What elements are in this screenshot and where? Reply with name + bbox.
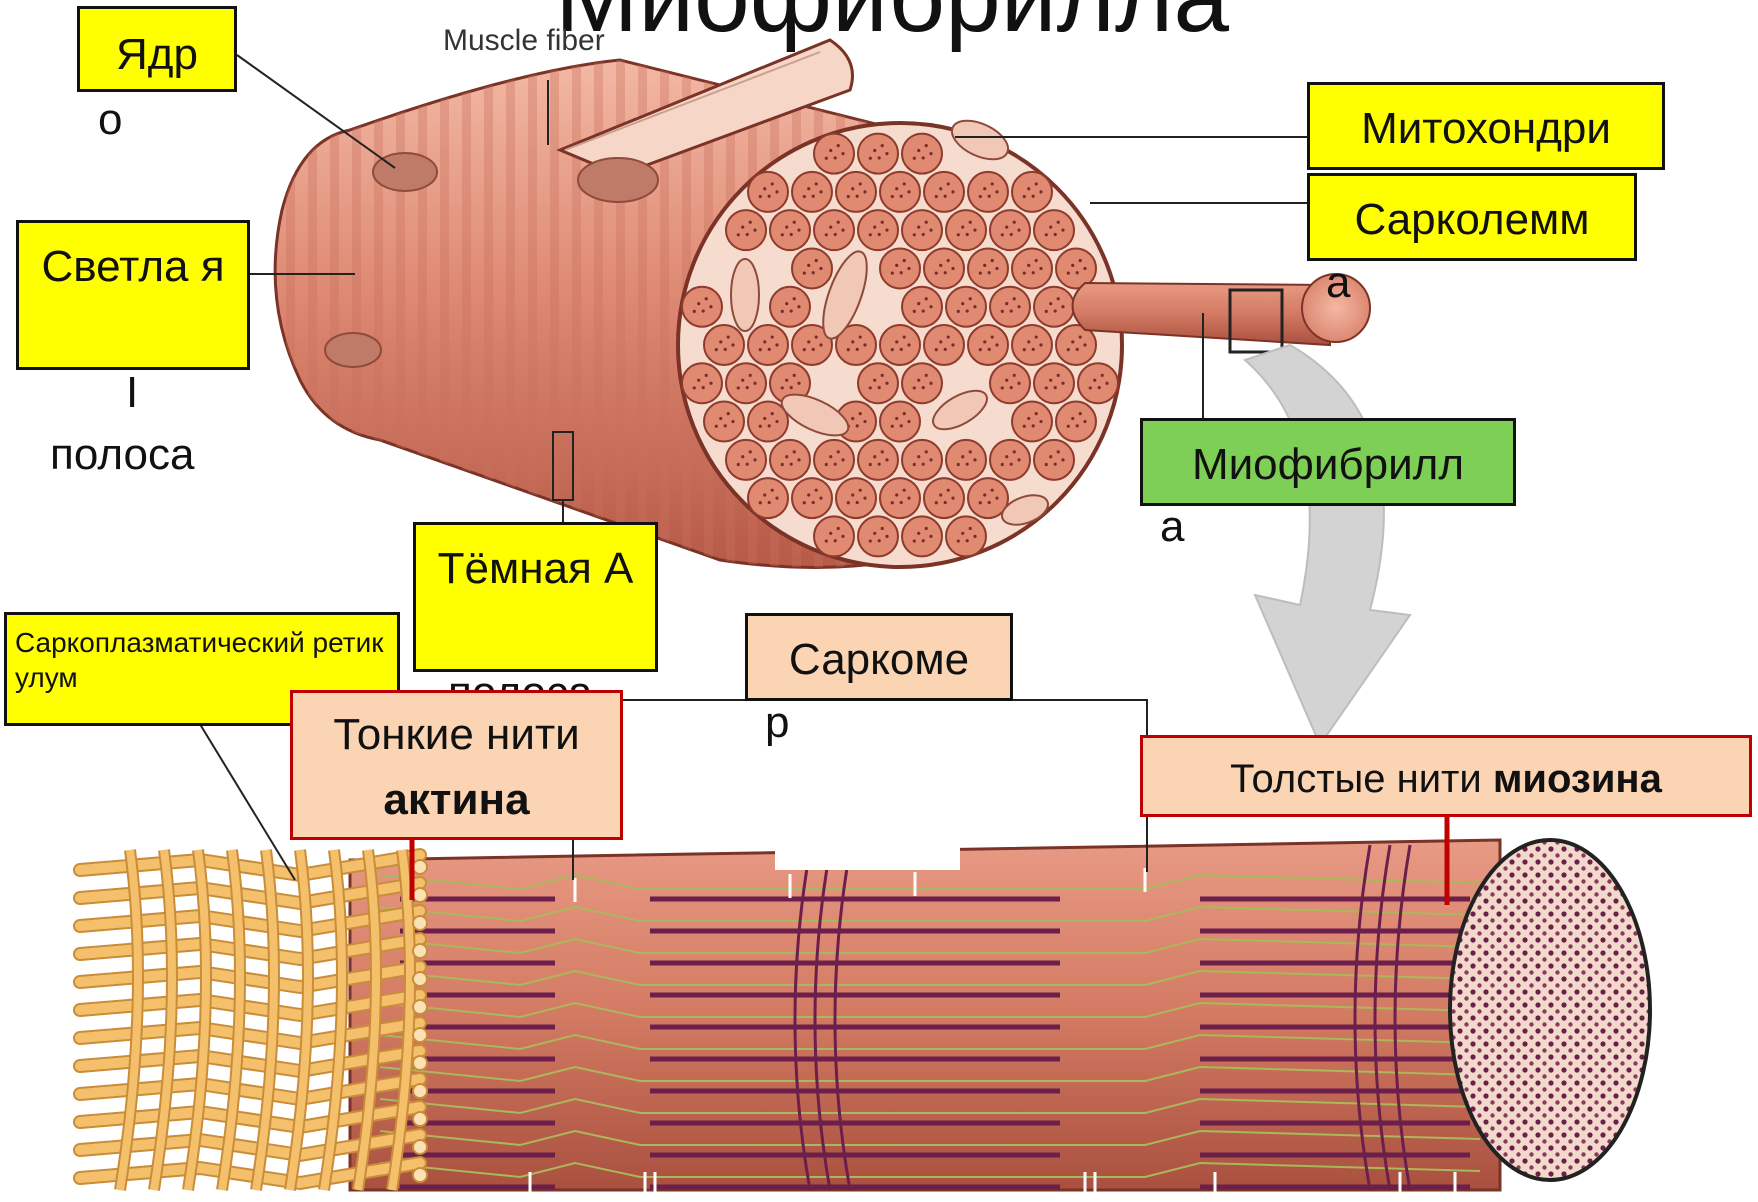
myofibril-section — [1012, 325, 1052, 365]
light-band-label-tail-1: I — [126, 368, 138, 418]
myofibril-section — [814, 134, 854, 174]
myofibril-section — [968, 248, 1008, 288]
sarcomere-label-tail: р — [765, 698, 789, 748]
myofibril-section — [1056, 402, 1096, 442]
myofibril-section — [1034, 287, 1074, 327]
myofibril-label-box: Миофибрилл — [1140, 418, 1516, 506]
myofibril-section — [1012, 248, 1052, 288]
myofibril-section — [814, 440, 854, 480]
muscle-fiber-label: Muscle fiber — [443, 24, 605, 58]
myofibril-section — [924, 172, 964, 212]
myofibril-section — [1012, 172, 1052, 212]
myofibril-section — [880, 172, 920, 212]
myofibril-section — [946, 210, 986, 250]
myofibril-section — [880, 402, 920, 442]
light-band-label-tail-2: полоса — [50, 430, 194, 480]
thick-filaments-label-text: Толстые нити — [1230, 757, 1482, 801]
myofibril-section — [880, 325, 920, 365]
myofibril-section — [902, 440, 942, 480]
myofibril-section — [880, 478, 920, 518]
myofibril-section — [858, 440, 898, 480]
myofibril-section — [946, 516, 986, 556]
thin-filaments-label-text: Тонкие нити — [333, 710, 579, 759]
myofibril-section — [902, 134, 942, 174]
myofibril-section — [858, 210, 898, 250]
myofibril-section — [704, 402, 744, 442]
myofibril-section — [902, 516, 942, 556]
myofibril-section — [836, 172, 876, 212]
myofibril-section — [902, 287, 942, 327]
myofibril-section — [836, 478, 876, 518]
thin-filaments-label-bold: актина — [383, 775, 529, 824]
myofibril-section — [726, 363, 766, 403]
myofibril-section — [748, 325, 788, 365]
myofibril-section — [726, 440, 766, 480]
myofibril-section — [990, 287, 1030, 327]
myofibril-section — [1078, 363, 1118, 403]
myofibril-section — [946, 440, 986, 480]
thin-filaments-label-box: Тонкие нити актина — [290, 690, 623, 840]
nucleus-label-tail: о — [98, 95, 122, 145]
myofibril-section — [924, 478, 964, 518]
myofibril-section — [792, 478, 832, 518]
sarcoplasmic-reticulum-mesh — [80, 850, 427, 1190]
myofibril-section — [682, 363, 722, 403]
myofibril-section — [924, 325, 964, 365]
nucleus-label-box: Ядр — [77, 6, 237, 92]
myofibril-section — [814, 210, 854, 250]
zoom-arrow — [1245, 345, 1410, 745]
myofibril-section — [682, 287, 722, 327]
myofibril-label-tail: а — [1160, 502, 1184, 552]
myofibril-section — [770, 210, 810, 250]
myofibril-section — [1034, 210, 1074, 250]
myofibril-section — [858, 134, 898, 174]
light-band-label-box: Светла я — [16, 220, 250, 370]
myofibril-section — [770, 440, 810, 480]
thick-filaments-label-box: Толстые нити миозина — [1140, 735, 1752, 817]
myofibril-section — [814, 516, 854, 556]
myofibril-section — [1034, 363, 1074, 403]
myofibril-section — [1034, 440, 1074, 480]
myofibril-section — [1012, 402, 1052, 442]
myofibril-section — [792, 172, 832, 212]
myofibril-section — [946, 287, 986, 327]
sarcolemma-label-box: Сарколемм — [1307, 173, 1637, 261]
myofibril-section — [748, 478, 788, 518]
myofibril-section — [968, 172, 1008, 212]
myofibril-section — [748, 172, 788, 212]
myofibril-section — [770, 287, 810, 327]
myofibril-section — [792, 248, 832, 288]
myofibril-section — [858, 516, 898, 556]
myofibril-section — [990, 363, 1030, 403]
sarcolemma-label-tail: а — [1326, 258, 1350, 308]
sarcomere-label-box: Саркоме — [745, 613, 1013, 701]
thick-filaments-label-bold: миозина — [1493, 757, 1662, 801]
myofibril-section — [990, 440, 1030, 480]
myofibril-section — [968, 325, 1008, 365]
myofibril-section — [924, 248, 964, 288]
myofibril-closeup — [350, 840, 1650, 1192]
myofibril-section — [880, 248, 920, 288]
myofibril-section — [902, 363, 942, 403]
mitochondria-label-box: Митохондри — [1307, 82, 1665, 170]
myofibril-section — [858, 363, 898, 403]
myofibril-section — [704, 325, 744, 365]
dark-band-label-box: Тёмная А — [413, 522, 658, 672]
myofibril-section — [990, 210, 1030, 250]
myofibril-section — [902, 210, 942, 250]
myofibril-section — [726, 210, 766, 250]
